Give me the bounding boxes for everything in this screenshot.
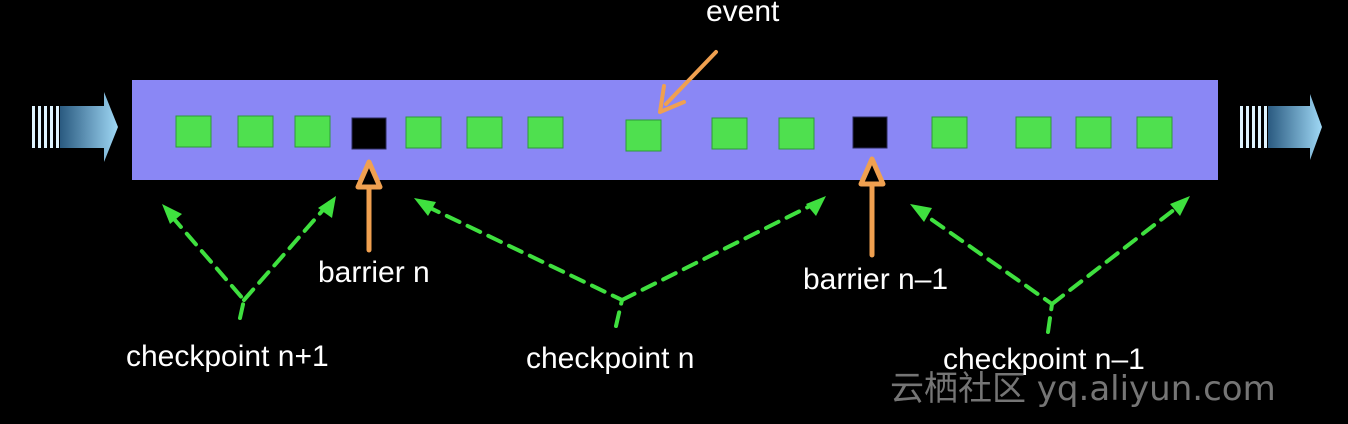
stream-event [1015,116,1052,149]
stream-barrier [852,116,888,149]
stream-event [405,116,442,149]
watermark: 云栖社区 yq.aliyun.com [890,369,1276,409]
stream-event [1075,116,1112,149]
stream-event [1136,116,1173,149]
checkpoint-n-minus-1-span-arrows [916,200,1186,334]
stream-event-highlighted [625,119,662,152]
stream-event [237,115,274,148]
checkpoint-n-minus-1-arrowheads [910,196,1190,222]
checkpoint-n-arrowheads [414,196,826,216]
checkpoint-n-plus-1-arrowheads [162,196,336,224]
event-pointer-arrow [658,50,718,114]
barrier-n-minus-1-pointer-arrow [858,156,886,258]
stream-event [527,116,564,149]
stream-event [931,116,968,149]
stream-event [711,117,748,150]
inflow-arrow-icon [32,92,118,162]
stream-event [294,115,331,148]
checkpoint-n-span-arrows [420,200,820,328]
outflow-arrow-icon [1240,94,1322,160]
event-label: event [706,0,780,28]
barrier-n-minus-1-label: barrier n–1 [803,263,949,296]
stream-barrier [351,117,387,150]
stream-event [175,115,212,148]
checkpoint-n-plus-1-span-arrows [166,200,332,320]
checkpoint-n-label: checkpoint n [526,342,695,375]
barrier-n-label: barrier n [318,256,430,289]
stream-event [778,117,815,150]
checkpoint-n-plus-1-label: checkpoint n+1 [126,340,329,373]
stream-event [466,116,503,149]
checkpoint-n-minus-1-label: checkpoint n–1 [943,343,1145,376]
barrier-n-pointer-arrow [355,159,383,253]
